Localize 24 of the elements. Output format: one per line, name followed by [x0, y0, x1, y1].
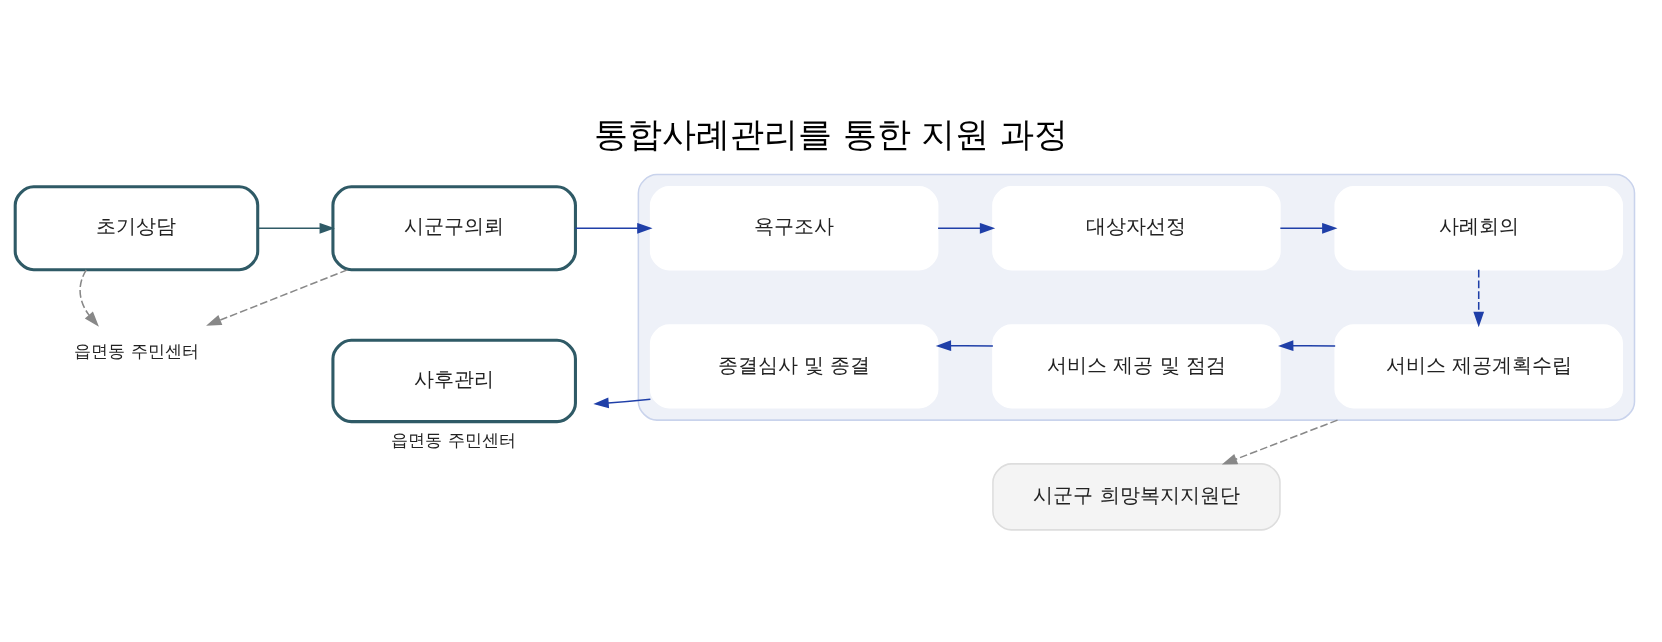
arrow: [593, 397, 652, 408]
arrow: [574, 222, 653, 234]
node-box: 욕구조사: [649, 185, 939, 270]
node-box: 사례회의: [1334, 185, 1623, 270]
node-text: 읍면동 주민센터: [74, 340, 199, 361]
arrow: [1221, 418, 1339, 465]
node-box: 초기상담: [13, 184, 260, 271]
diagram-title: 통합사례관리를 통한 지원 과정: [593, 114, 1069, 154]
node-box: 시군구 희망복지지원단: [992, 462, 1281, 531]
node-label: 읍면동 주민센터: [391, 429, 516, 450]
arrow: [206, 268, 349, 326]
node-box: 서비스 제공계획수립: [1334, 323, 1623, 409]
arrow: [1473, 268, 1485, 327]
node-box: 종결심사 및 종결: [649, 323, 939, 409]
arrow: [1279, 222, 1338, 234]
arrow: [1278, 339, 1336, 351]
arrow: [937, 222, 996, 234]
node-box: 서비스 제공 및 점검: [992, 323, 1281, 409]
arrow: [935, 339, 994, 351]
node-box: 사후관리: [331, 338, 577, 423]
node-box: 시군구의뢰: [331, 184, 577, 271]
node-box: 대상자선정: [992, 185, 1281, 270]
arrow: [79, 268, 99, 327]
arrow: [257, 222, 335, 234]
